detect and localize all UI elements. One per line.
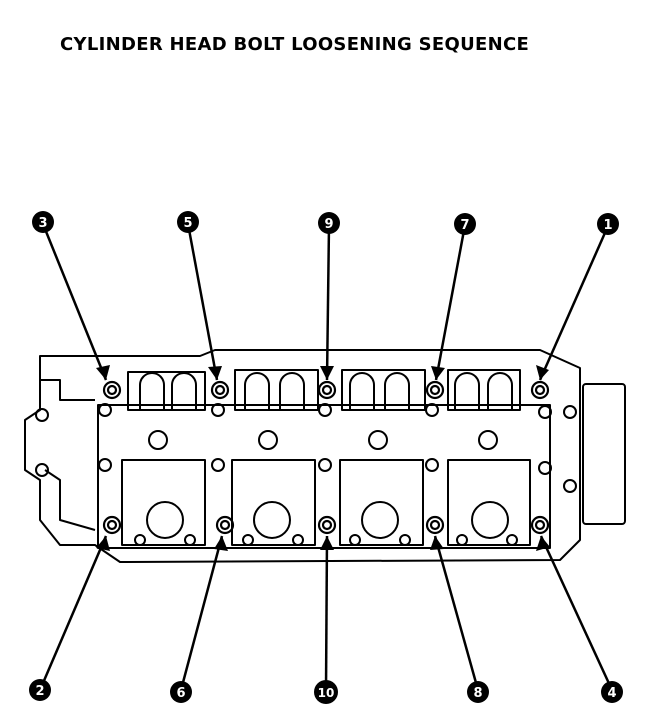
callout-10: 10 (314, 680, 338, 704)
callout-1: 1 (597, 213, 619, 235)
svg-text:10: 10 (318, 686, 335, 700)
callout-3: 3 (32, 211, 54, 233)
callout-5: 5 (177, 211, 199, 233)
svg-text:2: 2 (35, 684, 44, 699)
head-inner-deck (97, 404, 551, 549)
arrowheads (96, 365, 550, 551)
svg-text:1: 1 (603, 218, 612, 233)
secondary-bolts (35, 403, 577, 546)
head-left-end (40, 379, 96, 531)
callout-7: 7 (454, 213, 476, 235)
callout-6: 6 (170, 681, 192, 703)
diagram-title: CYLINDER HEAD BOLT LOOSENING SEQUENCE (60, 34, 530, 55)
cam-end-cap (582, 383, 626, 525)
svg-text:8: 8 (473, 686, 482, 701)
svg-text:6: 6 (176, 686, 185, 701)
callout-4: 4 (601, 681, 623, 703)
leader-lines (38, 223, 614, 691)
svg-text:7: 7 (460, 218, 469, 233)
svg-text:9: 9 (324, 217, 333, 232)
callout-9: 9 (318, 212, 340, 234)
callout-2: 2 (29, 679, 51, 701)
combustion-chambers (121, 430, 531, 546)
svg-text:5: 5 (183, 216, 192, 231)
head-outline (24, 349, 581, 563)
callout-8: 8 (467, 681, 489, 703)
svg-text:3: 3 (38, 216, 47, 231)
head-bolts (102, 380, 550, 535)
svg-text:4: 4 (607, 686, 616, 701)
